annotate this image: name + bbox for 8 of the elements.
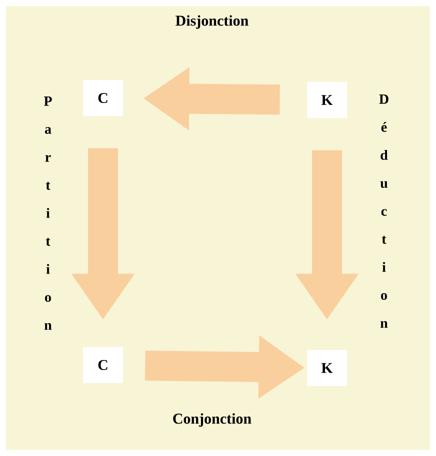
letter-box: C [83, 347, 123, 383]
edge-label: Disjonction [176, 15, 248, 29]
letter-box: C [83, 80, 123, 116]
letter-box: K [307, 350, 347, 386]
letter-box: K [307, 82, 347, 118]
edge-label: Conjonction [173, 413, 252, 427]
edge-label: Déduction [379, 94, 388, 328]
edge-label: Partition [44, 96, 52, 330]
